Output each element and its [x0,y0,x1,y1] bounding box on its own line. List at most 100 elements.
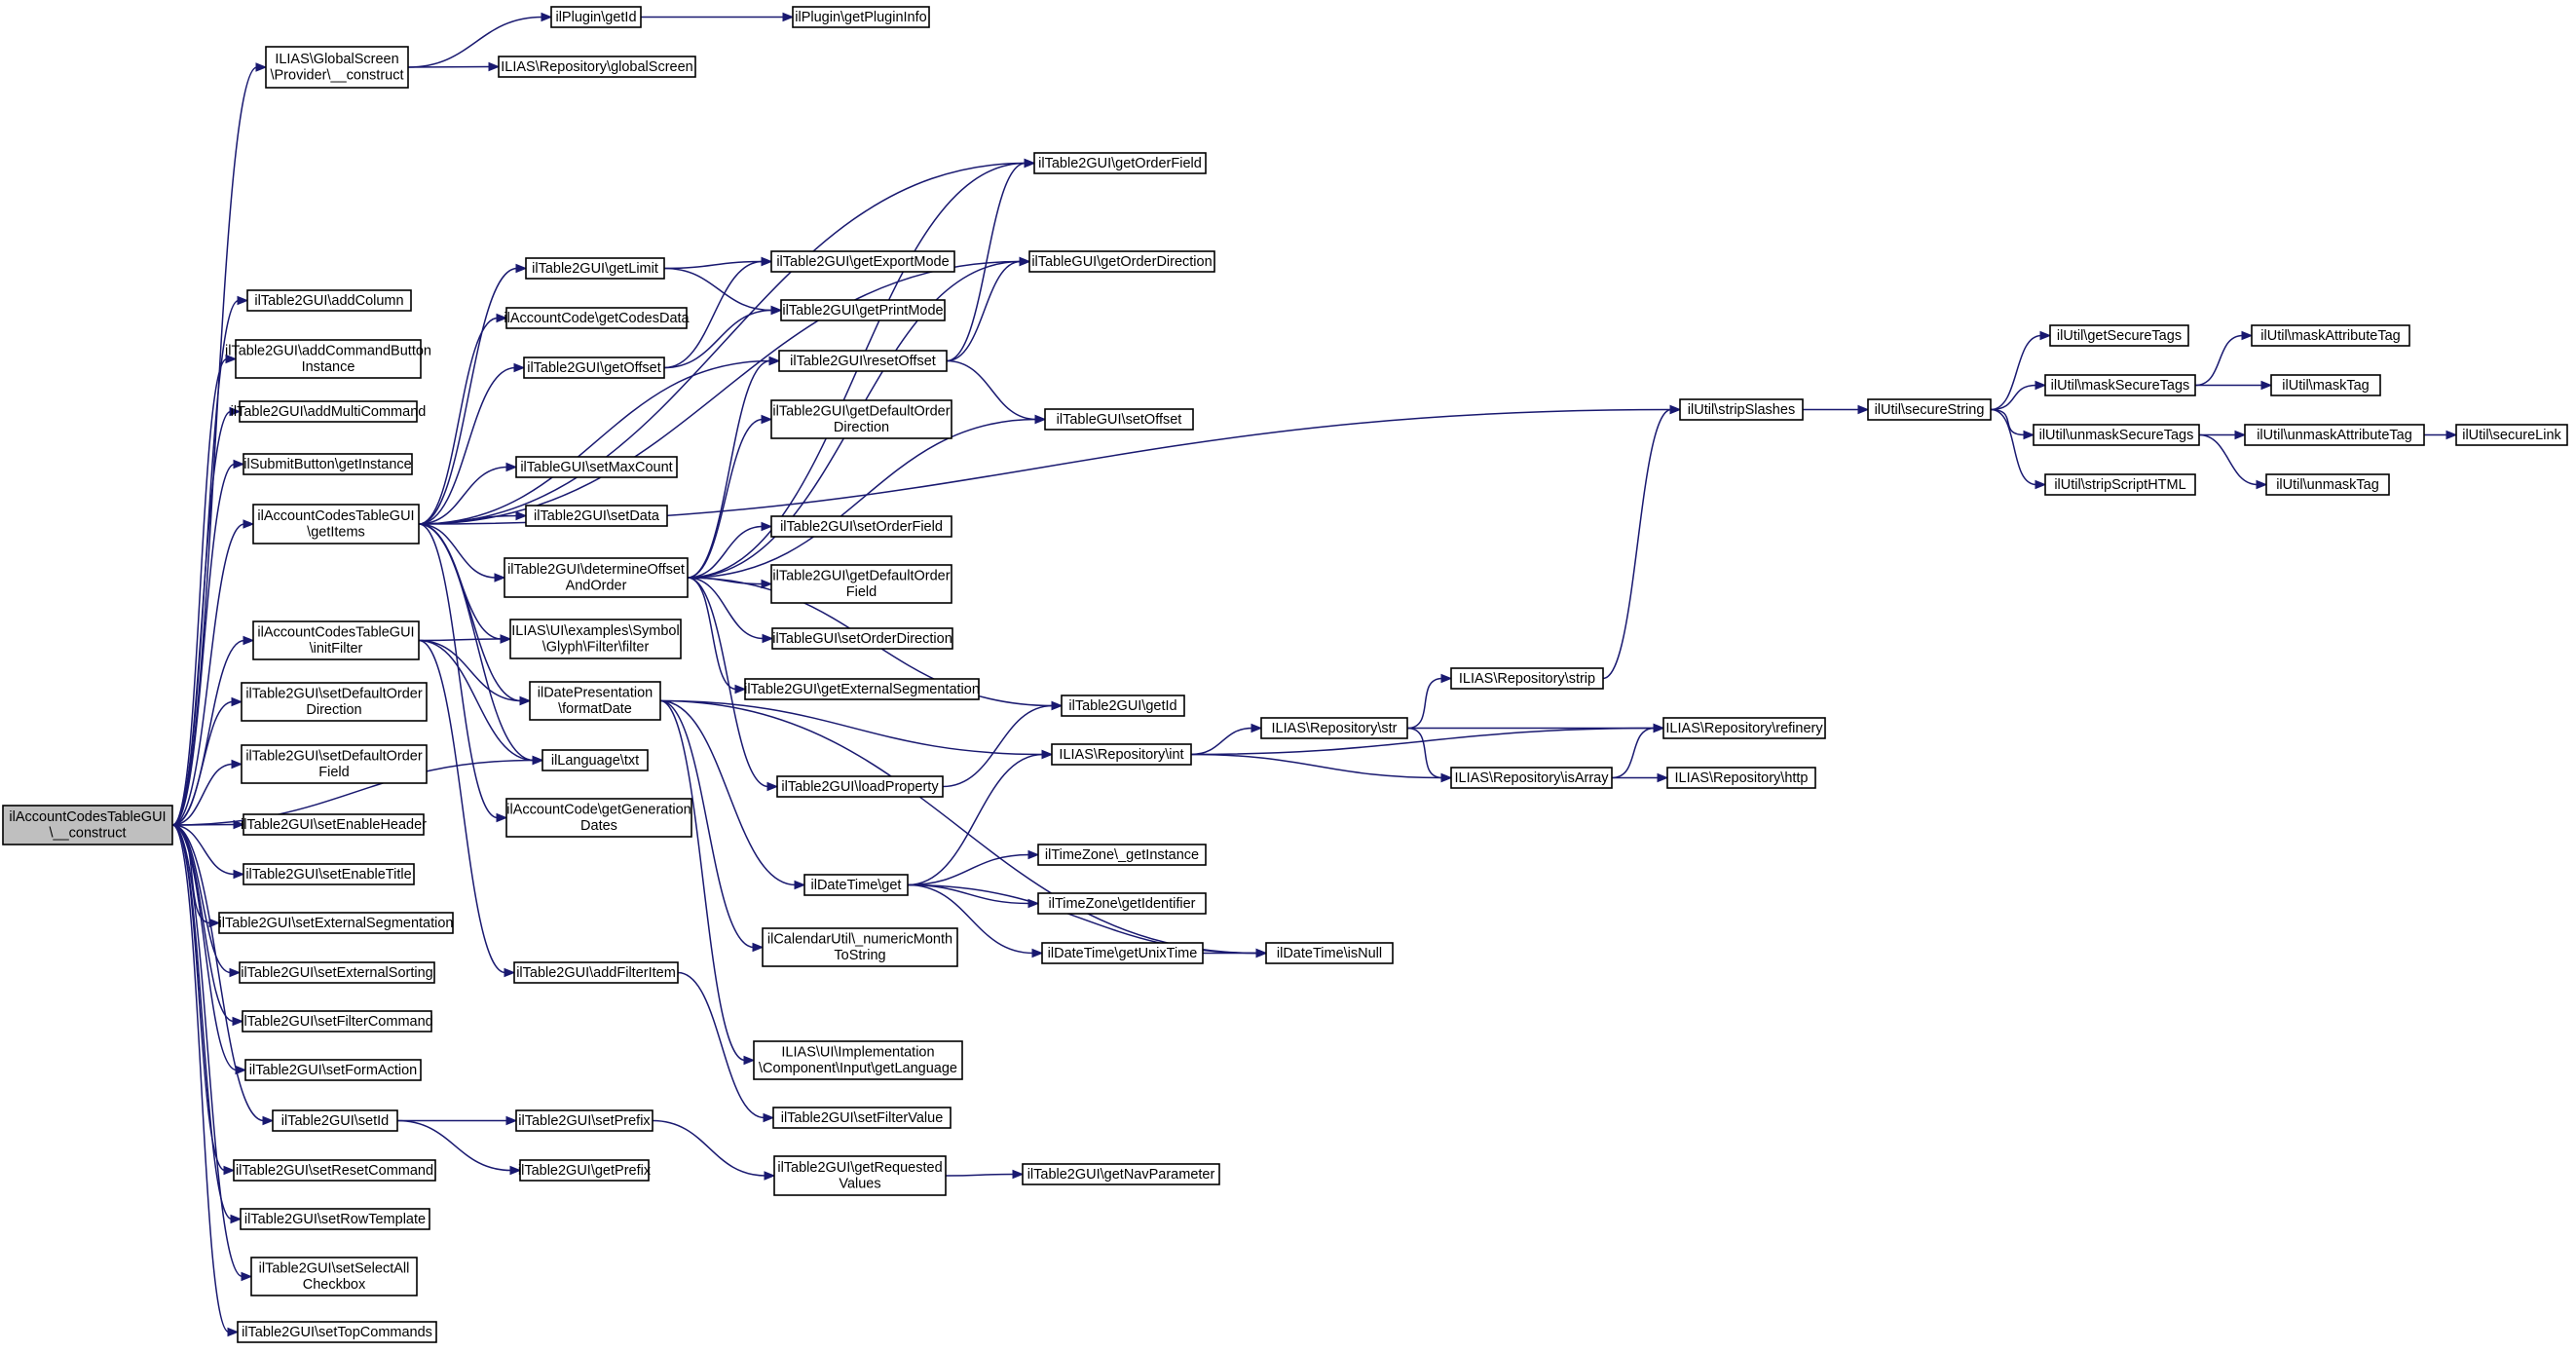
node-setExtSort[interactable]: ilTable2GUI\setExternalSorting [239,961,435,984]
node-repo_gs[interactable]: ILIAS\Repository\globalScreen [498,56,696,78]
node-getOrderField[interactable]: ilTable2GUI\getOrderField [1033,152,1207,174]
node-getExtSeg[interactable]: ilTable2GUI\getExternalSegmentation [744,678,980,700]
node-resetOffset[interactable]: ilTable2GUI\resetOffset [778,350,948,372]
node-getPrefix[interactable]: ilTable2GUI\getPrefix [518,1159,652,1182]
node-tzInst[interactable]: ilTimeZone\_getInstance [1037,844,1207,866]
node-setEnHeader[interactable]: ilTable2GUI\setEnableHeader [241,813,427,836]
node-setResetCmd[interactable]: ilTable2GUI\setResetCommand [233,1159,436,1182]
node-maskTag[interactable]: ilUtil\maskTag [2270,374,2381,396]
node-unmaskSecTags[interactable]: ilUtil\unmaskSecureTags [2033,424,2200,446]
node-repoStrip[interactable]: ILIAS\Repository\strip [1450,667,1604,690]
edge-secureString-to-unmaskSecTags [1990,408,2035,440]
node-label: ilTable2GUI\addFilterItem [516,965,676,981]
node-submitBtn[interactable]: ilSubmitButton\getInstance [243,453,413,475]
node-box [772,1107,952,1129]
node-box [218,912,454,934]
node-dtGet[interactable]: ilDateTime\get [803,874,909,896]
node-loadProperty[interactable]: ilTable2GUI\loadProperty [776,775,944,798]
node-symbolFilter[interactable]: ILIAS\UI\examples\Symbol\Glyph\Filter\fi… [509,619,682,659]
node-box [244,1059,422,1081]
node-box [243,863,415,885]
node-secureString[interactable]: ilUtil\secureString [1867,398,1992,421]
node-plugin_getId[interactable]: ilPlugin\getId [550,6,642,28]
node-plugin_info[interactable]: ilPlugin\getPluginInfo [792,6,930,28]
node-maskAttrTag[interactable]: ilUtil\maskAttributeTag [2251,324,2410,347]
node-setOrderDir[interactable]: ilTableGUI\setOrderDirection [771,627,953,650]
node-getItems[interactable]: ilAccountCodesTableGUI\getItems [252,504,420,545]
node-getPrintMode[interactable]: ilTable2GUI\getPrintMode [780,299,946,321]
node-label: \Glyph\Filter\filter [542,640,650,656]
node-setFormAction[interactable]: ilTable2GUI\setFormAction [244,1059,422,1081]
node-box [1867,398,1992,421]
node-setMaxCount[interactable]: ilTableGUI\setMaxCount [515,456,678,478]
node-setFilterValue[interactable]: ilTable2GUI\setFilterValue [772,1107,952,1129]
node-gsprov[interactable]: ILIAS\GlobalScreen\Provider\__construct [265,46,409,89]
node-getLimit[interactable]: ilTable2GUI\getLimit [525,257,665,280]
node-label: ilTable2GUI\setId [281,1113,389,1129]
node-getOffset[interactable]: ilTable2GUI\getOffset [523,357,665,379]
node-repoInt[interactable]: ILIAS\Repository\int [1051,743,1192,766]
node-addColumn[interactable]: ilTable2GUI\addColumn [246,289,412,312]
node-tzIdent[interactable]: ilTimeZone\getIdentifier [1037,892,1207,915]
edge-detOffset-to-loadProperty [687,577,779,792]
node-box [771,627,953,650]
edge-plugin_getId-to-plugin_info [641,12,795,22]
node-box [237,1321,437,1343]
node-label: ilTable2GUI\setPrefix [518,1113,651,1129]
node-unmaskTag[interactable]: ilUtil\unmaskTag [2265,473,2390,496]
node-setExtSeg[interactable]: ilTable2GUI\setExternalSegmentation [218,912,454,934]
node-repoIsArray[interactable]: ILIAS\Repository\isArray [1450,767,1613,789]
node-repoStr[interactable]: ILIAS\Repository\str [1260,717,1408,739]
node-getId2[interactable]: ilTable2GUI\getId [1061,695,1185,717]
node-langTxt[interactable]: ilLanguage\txt [541,749,649,771]
node-isNull[interactable]: ilDateTime\isNull [1265,942,1394,964]
node-maskSecTags[interactable]: ilUtil\maskSecureTags [2044,374,2196,396]
node-repoRefinery[interactable]: ILIAS\Repository\refinery [1662,717,1826,739]
node-addFilterItem[interactable]: ilTable2GUI\addFilterItem [513,961,679,984]
node-formatDate[interactable]: ilDatePresentation\formatDate [529,681,661,721]
node-getExportMode[interactable]: ilTable2GUI\getExportMode [770,250,955,273]
node-setRowTpl[interactable]: ilTable2GUI\setRowTemplate [240,1208,430,1230]
node-unmaskAttrTag[interactable]: ilUtil\unmaskAttributeTag [2244,424,2425,446]
node-secureLink[interactable]: ilUtil\secureLink [2455,424,2568,446]
node-stripSlashes[interactable]: ilUtil\stripSlashes [1679,398,1804,421]
node-getOrderDir[interactable]: ilTableGUI\getOrderDirection [1028,250,1215,273]
node-initFilter[interactable]: ilAccountCodesTableGUI\initFilter [252,620,420,660]
node-setPrefix[interactable]: ilTable2GUI\setPrefix [515,1109,653,1132]
node-getSecTags[interactable]: ilUtil\getSecureTags [2049,324,2189,347]
node-label: Direction [834,420,889,435]
node-setFilterCmd[interactable]: ilTable2GUI\setFilterCommand [241,1010,433,1033]
node-getNavParam[interactable]: ilTable2GUI\getNavParameter [1022,1163,1220,1185]
node-stripScript[interactable]: ilUtil\stripScriptHTML [2044,473,2196,496]
node-setOrderField[interactable]: ilTable2GUI\setOrderField [770,515,952,538]
node-box [519,1159,650,1182]
node-label: ilTable2GUI\setEnableHeader [241,817,427,833]
edge-root-to-gsprov [171,62,268,826]
node-addMulti[interactable]: ilTable2GUI\addMultiCommand [231,400,427,423]
node-box [770,250,955,273]
node-repoHttp[interactable]: ILIAS\Repository\http [1666,767,1816,789]
node-implGetLang[interactable]: ILIAS\UI\Implementation\Component\Input\… [753,1040,963,1080]
node-setId[interactable]: ilTable2GUI\setId [272,1109,398,1132]
node-setTopCmds[interactable]: ilTable2GUI\setTopCommands [237,1321,437,1343]
node-getUnixTime[interactable]: ilDateTime\getUnixTime [1041,942,1204,964]
node-setEnTitle[interactable]: ilTable2GUI\setEnableTitle [243,863,415,885]
node-root[interactable]: ilAccountCodesTableGUI\__construct [2,805,173,845]
node-getCodesData[interactable]: ilAccountCode\getCodesData [504,307,691,329]
node-setOffset[interactable]: ilTableGUI\setOffset [1044,408,1194,431]
node-box [509,619,682,659]
node-label: Instance [302,359,355,375]
node-setData[interactable]: ilTable2GUI\setData [525,505,668,527]
edge-root-to-setId [171,824,275,1126]
